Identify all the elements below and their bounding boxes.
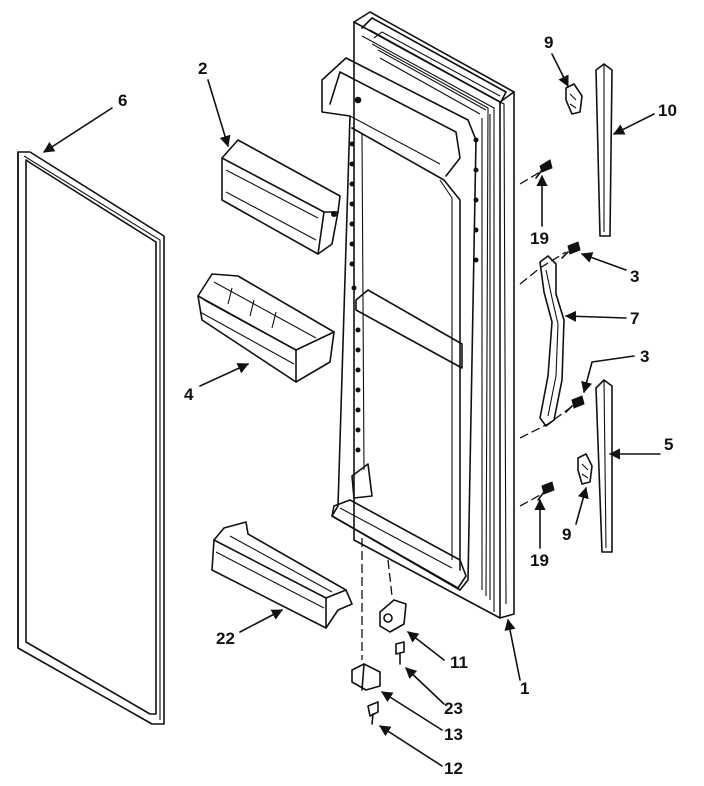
callout-19-upper: 19: [530, 229, 549, 248]
leader-lines: [43, 53, 661, 767]
lower-door-bin: [211, 521, 353, 629]
callout-3-lower: 3: [640, 347, 649, 366]
door-gasket: [17, 151, 165, 725]
callout-9-upper: 9: [544, 33, 553, 52]
callout-7: 7: [630, 309, 639, 328]
handle-screw-19-upper: [535, 159, 553, 179]
door-bin: [197, 273, 335, 383]
hinge-bracket: [379, 599, 407, 633]
callout-2: 2: [198, 59, 207, 78]
callout-13: 13: [444, 725, 463, 744]
trim-clip-upper: [565, 83, 583, 115]
upper-door-trim: [595, 63, 613, 237]
hinge-pin-screw: [367, 701, 379, 725]
hinge-screw: [395, 641, 405, 665]
dairy-compartment-door: [221, 139, 341, 255]
handle-screw-3-upper: [561, 241, 581, 259]
callout-12: 12: [444, 759, 463, 778]
handle-screw-19-lower: [537, 481, 555, 501]
alignment-lines: [361, 171, 571, 660]
hinge-pin: [351, 663, 381, 691]
callout-3-upper: 3: [630, 267, 639, 286]
callout-19-lower: 19: [530, 551, 549, 570]
callout-9-lower: 9: [562, 525, 571, 544]
callout-23: 23: [444, 699, 463, 718]
door-handle: [539, 255, 565, 427]
door-assembly: [321, 11, 515, 619]
callout-1: 1: [520, 679, 529, 698]
lower-door-trim: [595, 379, 613, 553]
callout-4: 4: [184, 385, 194, 404]
callout-11: 11: [450, 653, 468, 672]
callout-6: 6: [118, 91, 127, 110]
callout-10: 10: [658, 101, 677, 120]
trim-clip-lower: [577, 453, 593, 485]
shelf-adjustment-holes: [349, 137, 479, 453]
callout-22: 22: [216, 629, 235, 648]
callout-labels: 6 2 4 22 1 9 10 19 3 7 3 5 9 19 11 23 13…: [118, 33, 677, 778]
callout-5: 5: [664, 435, 673, 454]
